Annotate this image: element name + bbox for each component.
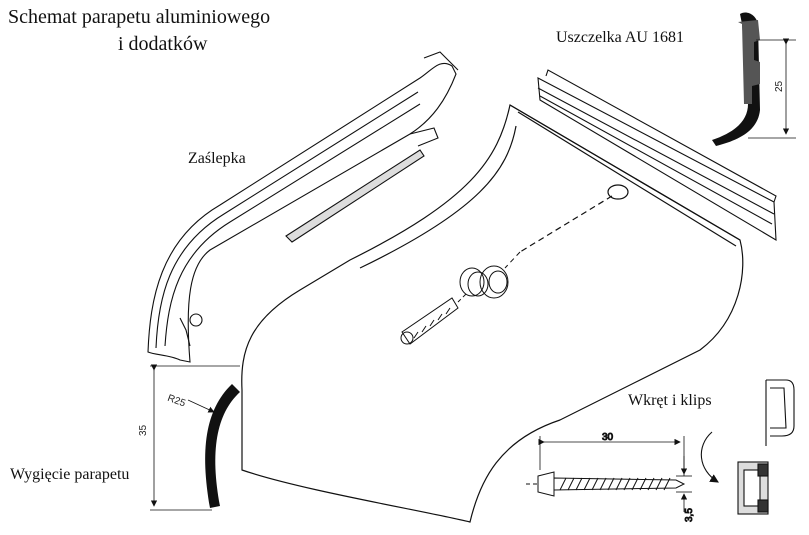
clip-detail-drawing bbox=[700, 379, 795, 515]
bend-height-dimension: 35 bbox=[138, 424, 149, 436]
screw-and-clip-drawing bbox=[400, 251, 521, 345]
end-cap-drawing bbox=[147, 51, 459, 363]
diagram-title-line2: i dodatków bbox=[118, 33, 208, 55]
gasket-height-dimension: 25 bbox=[774, 80, 785, 92]
gasket-label: Uszczelka AU 1681 bbox=[556, 29, 684, 46]
screw-detail-drawing: 30 3,5 bbox=[526, 432, 696, 523]
end-cap-label: Zaślepka bbox=[188, 150, 246, 167]
sill-body-drawing bbox=[241, 104, 744, 523]
bend-label: Wygięcie parapetu bbox=[10, 466, 130, 483]
bend-profile-drawing: R25 35 bbox=[138, 364, 240, 511]
gasket-profile-drawing: 25 bbox=[712, 12, 796, 146]
screw-length-dimension: 30 bbox=[602, 432, 614, 443]
bend-radius-dimension: R25 bbox=[166, 393, 187, 410]
screw-clip-label: Wkręt i klips bbox=[628, 392, 712, 409]
screw-diameter-dimension: 3,5 bbox=[684, 508, 695, 522]
gasket-strip-drawing bbox=[537, 69, 777, 241]
diagram-title-line1: Schemat parapetu aluminiowego bbox=[8, 6, 271, 28]
